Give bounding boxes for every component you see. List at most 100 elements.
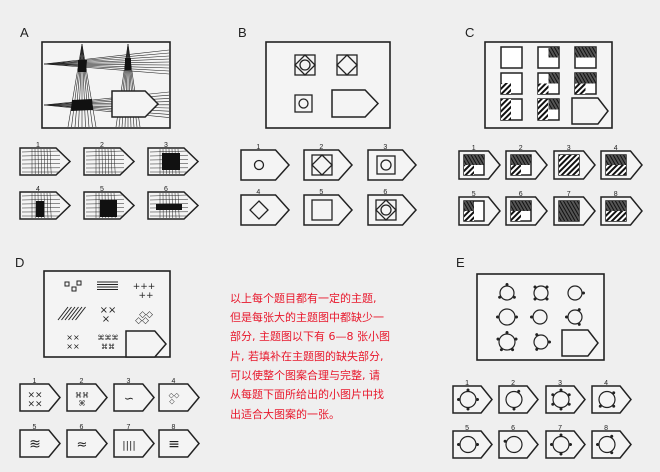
line-shape xyxy=(113,148,116,175)
ring-knob xyxy=(466,388,470,392)
dense-quadrant xyxy=(585,73,596,84)
ring-knob xyxy=(511,348,515,352)
option-tile-frame xyxy=(19,191,72,220)
diamond-shape xyxy=(336,54,358,76)
option-tile-frame xyxy=(240,194,291,226)
option-tile[interactable]: 4 xyxy=(240,189,291,226)
option-tile[interactable]: 2 xyxy=(505,145,548,180)
instruction-line: 但是每张大的主题图中都缺少一 xyxy=(230,310,384,324)
option-number: 6 xyxy=(511,425,515,432)
pattern-half xyxy=(559,211,579,221)
option-tile[interactable]: 7 xyxy=(553,191,596,226)
option-tile[interactable]: 2 xyxy=(83,142,136,176)
square-shape xyxy=(311,199,333,221)
option-tile[interactable]: 2 xyxy=(498,380,539,414)
hatched-quadrant xyxy=(511,165,521,175)
line-shape xyxy=(81,43,93,128)
ring-knob xyxy=(505,282,509,287)
symbol-glyph: ⌘ xyxy=(79,400,86,408)
symbol-glyph: ×× xyxy=(27,391,42,401)
board-c xyxy=(484,41,613,129)
option-tile[interactable]: 1×××× xyxy=(19,378,61,412)
ring-knob xyxy=(612,391,616,395)
circle-shape xyxy=(298,98,309,109)
symbol-glyph: × xyxy=(102,314,110,325)
option-tile[interactable]: 1 xyxy=(19,142,72,176)
option-tile-frame xyxy=(113,383,155,412)
hatched-quadrant xyxy=(575,83,586,94)
pattern-half xyxy=(606,155,626,165)
option-tile[interactable]: 5 xyxy=(458,191,501,226)
option-tile[interactable]: 3 xyxy=(147,142,200,176)
option-tile[interactable]: 3∽ xyxy=(113,378,155,412)
pattern-half xyxy=(606,201,626,211)
ring-shape xyxy=(533,285,549,301)
dark-intersection xyxy=(36,201,44,217)
ring-knob xyxy=(498,295,502,299)
option-tile-frame xyxy=(158,383,200,412)
option-tile[interactable]: 5 xyxy=(452,425,493,459)
option-tile[interactable]: 1 xyxy=(458,145,501,180)
ring-knob xyxy=(466,407,470,411)
option-tile[interactable]: 6≈ xyxy=(66,424,108,458)
line-shape xyxy=(49,192,52,219)
option-tile[interactable]: 6 xyxy=(505,191,548,226)
option-tile[interactable]: 8 xyxy=(600,191,643,226)
diamond-shape xyxy=(249,200,269,220)
line-shape xyxy=(43,63,170,72)
option-tile[interactable]: 8 xyxy=(591,425,632,459)
line-shape xyxy=(43,63,170,69)
option-tile[interactable]: 3 xyxy=(553,145,596,180)
line-shape xyxy=(46,192,49,219)
missing-piece-outline xyxy=(331,89,380,118)
ring-knob xyxy=(456,397,461,402)
puzzle-label-b: B xyxy=(238,25,247,40)
ring-knob xyxy=(559,433,563,437)
option-number: 1 xyxy=(36,142,40,149)
ring-knob xyxy=(581,291,586,295)
hatched-half xyxy=(538,99,548,120)
option-tile-frame xyxy=(303,194,354,226)
option-tile[interactable]: 6 xyxy=(367,189,418,226)
ring-knob xyxy=(535,347,539,351)
option-tile-frame xyxy=(66,383,108,412)
option-tile[interactable]: 5 xyxy=(303,189,354,226)
option-tile[interactable]: 1 xyxy=(452,380,493,414)
circle-shape xyxy=(299,59,311,71)
puzzle-label-d: D xyxy=(15,255,24,270)
dense-quadrant xyxy=(464,201,474,211)
option-tile[interactable]: 7|||| xyxy=(113,424,155,458)
ring-knob xyxy=(595,442,600,447)
option-tile[interactable]: 5 xyxy=(83,186,136,220)
option-tile[interactable]: 3 xyxy=(545,380,586,414)
puzzle-label-a: A xyxy=(20,25,29,40)
option-tile[interactable]: 1 xyxy=(240,144,291,181)
option-number: 3 xyxy=(126,378,130,385)
option-tile[interactable]: 6 xyxy=(498,425,539,459)
line-shape xyxy=(21,159,61,161)
option-tile[interactable]: 4 xyxy=(591,380,632,414)
option-tile[interactable]: 2 xyxy=(303,144,354,181)
line-shape xyxy=(64,306,76,321)
option-tile[interactable]: 8≡ xyxy=(158,424,200,458)
option-tile[interactable]: 7 xyxy=(545,425,586,459)
option-tile[interactable]: 3 xyxy=(367,144,418,181)
option-tile[interactable]: 2⌘⌘⌘ xyxy=(66,378,108,412)
option-tile-frame xyxy=(113,429,155,458)
option-tile[interactable]: 5≋ xyxy=(19,424,61,458)
ring-knob xyxy=(564,315,569,319)
ring-knob xyxy=(512,407,516,411)
option-tile[interactable]: 4◇◇◇ xyxy=(158,378,200,412)
option-tile[interactable]: 4 xyxy=(600,145,643,180)
pattern-half xyxy=(559,165,579,175)
option-number: 4 xyxy=(36,186,40,193)
option-tile[interactable]: 6 xyxy=(147,186,200,220)
circle-shape xyxy=(253,159,265,171)
symbol-glyph: ×× xyxy=(66,333,79,342)
option-tile[interactable]: 4 xyxy=(19,186,72,220)
ring-knob xyxy=(503,439,507,443)
diamond-shape xyxy=(294,54,316,76)
hatched-half xyxy=(501,99,511,120)
